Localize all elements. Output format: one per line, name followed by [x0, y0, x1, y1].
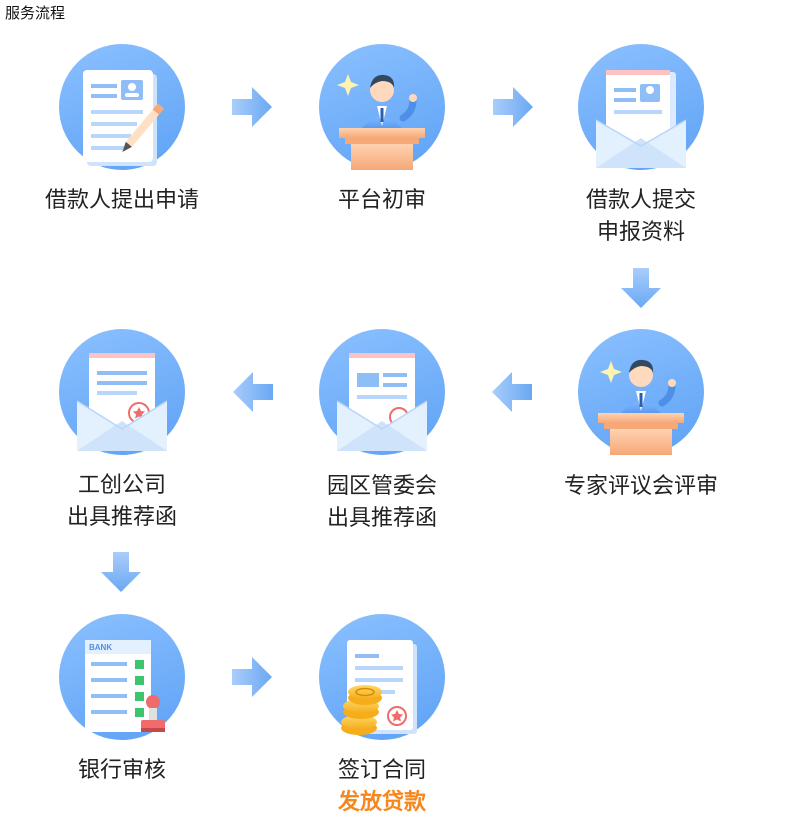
document-pen-icon	[59, 44, 185, 170]
step-label: 平台初审	[337, 188, 426, 213]
bank-text: BANK	[89, 643, 112, 652]
step-label: 借款人提出申请	[44, 188, 199, 213]
arrow-right-icon	[232, 87, 272, 127]
arrow-down-icon	[101, 552, 141, 592]
step-label: 园区管委会 出具推荐函	[326, 474, 437, 531]
step-label: 专家评议会评审	[563, 474, 718, 499]
speaker-podium-icon	[578, 329, 704, 455]
step-label: 工创公司 出具推荐函	[66, 473, 177, 530]
arrow-right-icon	[493, 87, 533, 127]
arrow-right-icon	[232, 657, 272, 697]
arrow-down-icon	[621, 268, 661, 308]
loan-disbursement-label: 发放贷款	[337, 790, 426, 815]
step-label: 银行审核	[77, 758, 166, 783]
speaker-podium-icon	[319, 44, 445, 170]
step-label: 借款人提交 申报资料	[585, 188, 696, 245]
envelope-letter-icon	[319, 329, 445, 455]
page-title: 服务流程	[5, 4, 66, 22]
arrow-left-icon	[492, 372, 532, 412]
arrow-left-icon	[233, 372, 273, 412]
step-label: 签订合同 发放贷款	[262, 755, 502, 819]
envelope-document-icon	[578, 44, 704, 170]
contract-coins-icon	[319, 614, 445, 740]
bank-checklist-icon: BANK	[59, 614, 185, 740]
envelope-letter-icon	[59, 329, 185, 455]
